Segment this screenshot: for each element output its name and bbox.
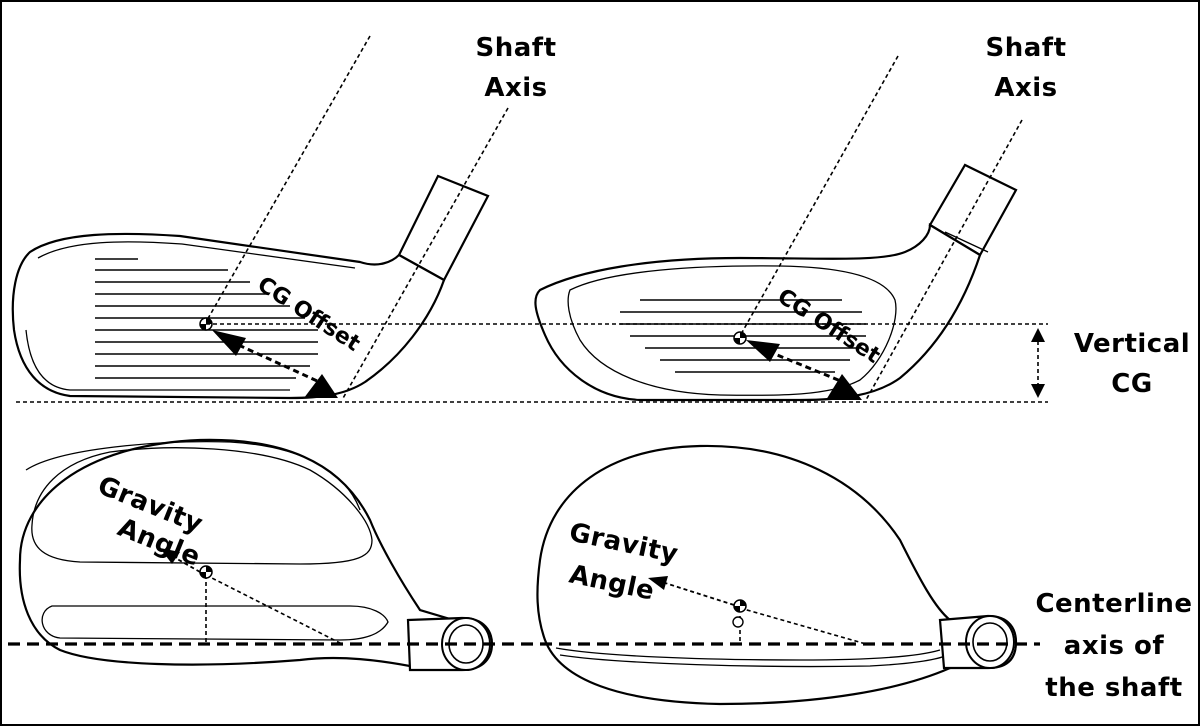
hybrid-gravity-angle-arrow — [661, 581, 735, 606]
centerline-label-1: Centerline — [1035, 589, 1192, 619]
iron-arrowhead-left — [212, 330, 246, 356]
iron-top-edge — [25, 441, 361, 511]
iron-arrowhead-right — [304, 374, 338, 398]
iron-gravity-arrowhead — [160, 548, 180, 564]
hybrid-arrowhead-right — [826, 374, 862, 400]
hybrid-top-view — [536, 444, 1018, 706]
hybrid-top-cg-marker — [733, 599, 747, 613]
hybrid-shaft-axis-line — [865, 119, 1023, 401]
hybrid-face-insert — [567, 265, 897, 396]
vertical-cg-label-2: CG — [1111, 369, 1152, 399]
hybrid-arrowhead-left — [746, 340, 780, 362]
shaft-axis-right-label-2: Axis — [994, 73, 1057, 103]
centerline-label-3: the shaft — [1045, 673, 1182, 703]
hybrid-secondary-cg-marker — [732, 616, 744, 628]
hybrid-cg-offset-arrow — [764, 348, 849, 386]
vertical-cg-label-1: Vertical — [1074, 329, 1190, 359]
iron-top-cg-marker — [199, 565, 213, 579]
hybrid-top-sole-line-2 — [559, 654, 946, 668]
vertical-cg-dimension — [1031, 328, 1045, 398]
iron-top-cavity — [31, 447, 373, 565]
iron-head-outline — [11, 232, 446, 400]
hybrid-cg-marker — [733, 331, 747, 345]
iron-sole-line — [25, 329, 290, 391]
iron-cg-to-hosel-line — [205, 574, 343, 645]
hybrid-face-view — [534, 55, 1023, 402]
centerline-label-2: axis of — [1064, 631, 1165, 661]
hybrid-cg-to-hosel-line — [739, 607, 867, 645]
iron-cg-parallel-line — [205, 35, 371, 323]
hybrid-score-lines — [620, 299, 866, 373]
iron-topline — [37, 241, 356, 269]
shaft-axis-left-label-1: Shaft — [475, 33, 556, 63]
iron-cg-marker — [199, 317, 213, 331]
iron-top-view — [18, 438, 494, 672]
shaft-axis-right-label-1: Shaft — [985, 33, 1066, 63]
shaft-axis-left-label-2: Axis — [484, 73, 547, 103]
hybrid-cg-parallel-line — [739, 55, 899, 337]
hybrid-top-hosel — [938, 614, 1018, 670]
iron-face-view — [11, 35, 509, 401]
hybrid-hosel-ring — [944, 231, 989, 253]
hybrid-top-sole-line — [555, 647, 941, 661]
iron-cg-offset-arrow — [231, 340, 327, 387]
iron-top-sole-line — [41, 605, 389, 641]
hybrid-gravity-arrowhead — [648, 576, 668, 590]
iron-top-outline — [18, 438, 472, 670]
iron-gravity-angle-arrow — [171, 555, 201, 573]
